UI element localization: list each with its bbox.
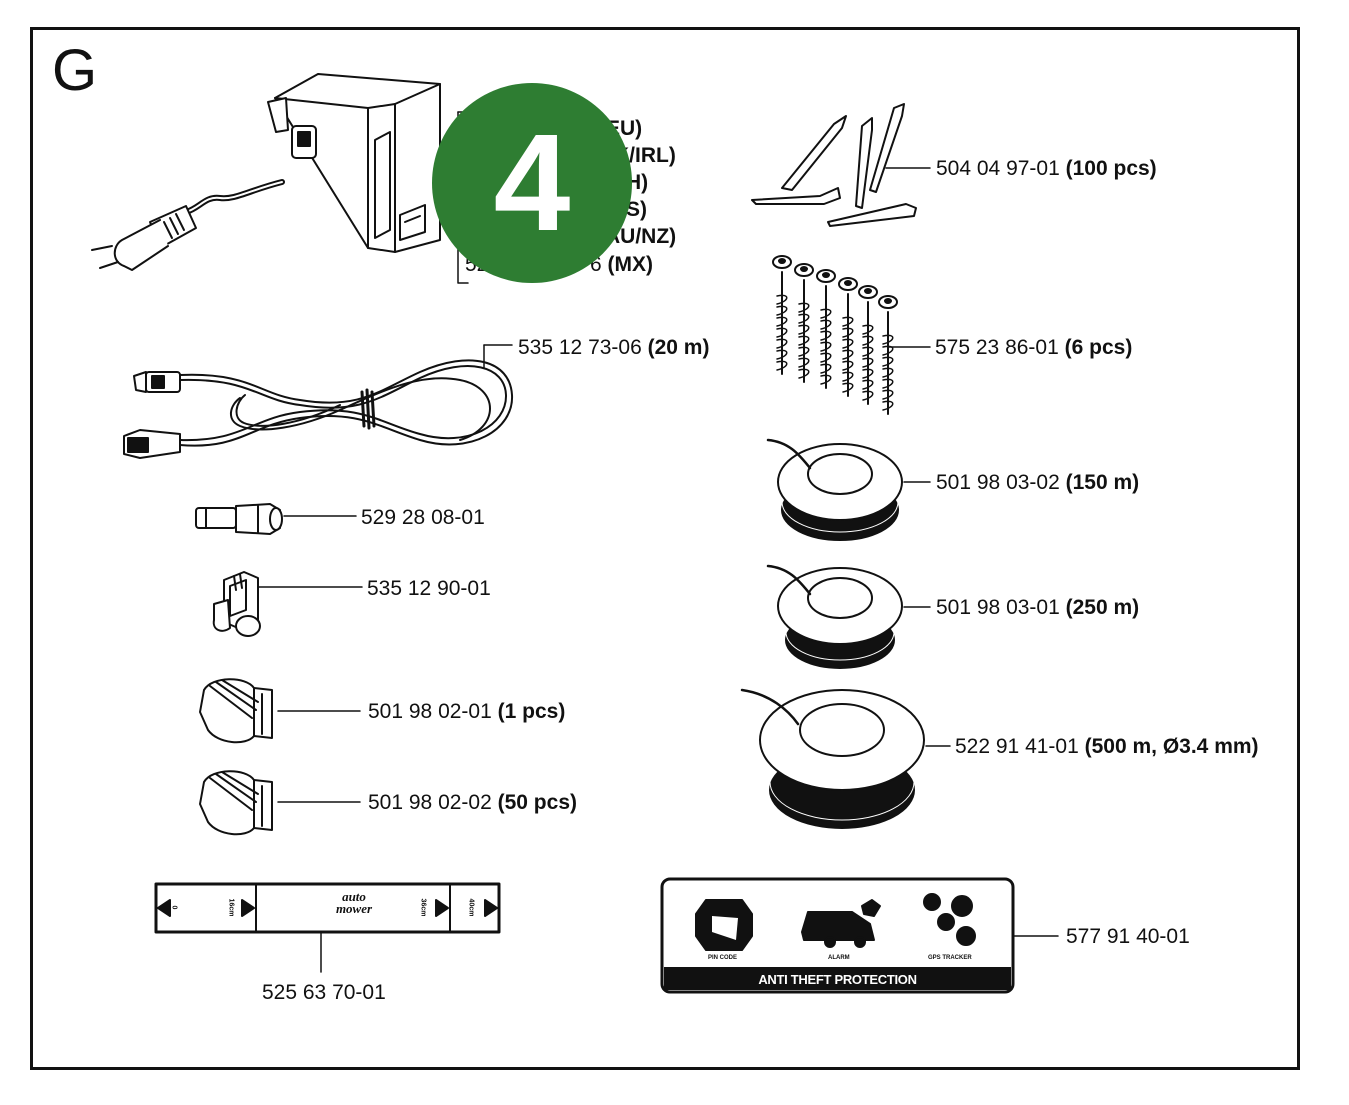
power-supply-row-5: AU/NZ): [605, 226, 676, 247]
screw-5: [858, 285, 878, 405]
note-pegs: (100 pcs): [1065, 157, 1157, 180]
gauge-logo-top: auto: [342, 889, 366, 904]
label-measure-gauge: 525 63 70-01: [262, 982, 386, 1003]
label-coupler: 529 28 08-01: [361, 507, 485, 528]
sticker-pin-label: PIN CODE: [708, 955, 738, 961]
screw-3: [816, 269, 836, 389]
power-supply-note-6: (MX): [607, 253, 654, 276]
label-connector: 535 12 90-01: [367, 578, 491, 599]
code-wire-500: 522 91 41-01: [955, 735, 1079, 758]
step-number-badge: 4: [432, 83, 632, 283]
figure-frame: [30, 27, 1300, 1070]
code-wire-250: 501 98 03-01: [936, 596, 1060, 619]
power-supply-row-4: S): [626, 199, 647, 220]
code-measure-gauge: 525 63 70-01: [262, 981, 386, 1004]
gauge-40cm-mark: 40cm: [467, 898, 475, 917]
label-screws: 575 23 86-01 (6 pcs): [935, 337, 1132, 358]
note-wire-500: (500 m, Ø3.4 mm): [1084, 735, 1259, 758]
code-coupler: 529 28 08-01: [361, 506, 485, 529]
label-wire-150: 501 98 03-02 (150 m): [936, 472, 1139, 493]
note-low-voltage-cable: (20 m): [647, 336, 710, 359]
connector-illustration: [212, 571, 261, 637]
pegs-illustration: [751, 103, 917, 227]
label-wire-250: 501 98 03-01 (250 m): [936, 597, 1139, 618]
wire-spool-500-illustration: [740, 688, 925, 829]
splice-50-illustration: [199, 770, 273, 836]
sticker-gps-label: GPS TRACKER: [928, 955, 972, 961]
label-splice-1: 501 98 02-01 (1 pcs): [368, 701, 565, 722]
label-splice-50: 501 98 02-02 (50 pcs): [368, 792, 577, 813]
wire-spool-150-illustration: [766, 438, 903, 541]
code-wire-150: 501 98 03-02: [936, 471, 1060, 494]
label-wire-500: 522 91 41-01 (500 m, Ø3.4 mm): [955, 736, 1259, 757]
code-low-voltage-cable: 535 12 73-06: [518, 336, 642, 359]
coupler-illustration: [195, 503, 283, 535]
power-supply-code-tail-6: 6: [590, 253, 602, 276]
screws-illustration: [772, 255, 898, 415]
code-screws: 575 23 86-01: [935, 336, 1059, 359]
gauge-logo-bottom: mower: [335, 901, 373, 916]
code-theft-sticker: 577 91 40-01: [1066, 925, 1190, 948]
label-low-voltage-cable: 535 12 73-06 (20 m): [518, 337, 709, 358]
sticker-footer-text: ANTI THEFT PROTECTION: [758, 972, 917, 987]
splice-1-illustration: [199, 678, 273, 744]
note-screws: (6 pcs): [1064, 336, 1133, 359]
power-supply-illustration: [91, 73, 471, 284]
screw-4: [838, 277, 858, 397]
wire-spool-250-illustration: [766, 564, 903, 669]
code-splice-1: 501 98 02-01: [368, 700, 492, 723]
section-letter: G: [52, 38, 98, 103]
anti-theft-sticker-illustration: [660, 877, 1015, 994]
gauge-16cm-mark: 16cm: [227, 898, 235, 917]
label-theft-sticker: 577 91 40-01: [1066, 926, 1190, 947]
power-supply-row-6: 6 (MX): [590, 254, 653, 275]
note-wire-150: (150 m): [1065, 471, 1140, 494]
label-pegs: 504 04 97-01 (100 pcs): [936, 158, 1157, 179]
note-splice-50: (50 pcs): [497, 791, 577, 814]
note-splice-1: (1 pcs): [497, 700, 566, 723]
note-wire-250: (250 m): [1065, 596, 1140, 619]
low-voltage-cable-illustration: [123, 359, 514, 459]
gauge-36cm-mark: 36cm: [419, 898, 427, 917]
screw-1: [772, 255, 792, 375]
code-pegs: 504 04 97-01: [936, 157, 1060, 180]
sticker-alarm-label: ALARM: [828, 955, 850, 961]
measure-gauge-illustration: [154, 882, 501, 934]
code-splice-50: 501 98 02-02: [368, 791, 492, 814]
code-connector: 535 12 90-01: [367, 577, 491, 600]
power-supply-note-5: AU/NZ): [605, 225, 677, 248]
screw-6: [878, 295, 898, 415]
screw-2: [794, 263, 814, 383]
gauge-logo: auto mower: [312, 889, 396, 916]
gauge-zero-mark: 0: [170, 905, 178, 910]
power-supply-note-4: S): [626, 198, 647, 221]
